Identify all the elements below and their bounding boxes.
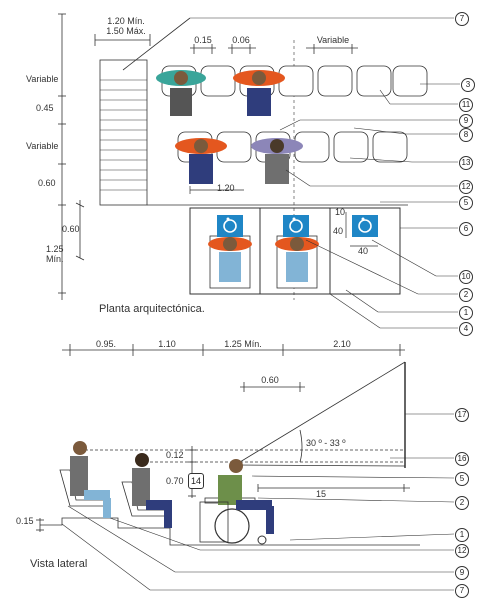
section-leaders — [61, 413, 455, 591]
callout-plan-11: 11 — [459, 98, 473, 112]
dim-060-a-label: 0.60 — [38, 178, 56, 188]
dim-070-label: 0.70 — [166, 476, 184, 486]
section-person-1 — [70, 441, 111, 518]
seat-gap-a-label: 0.15 — [194, 35, 212, 45]
wheelchair-icon — [352, 215, 378, 237]
dim-10-label: 10 — [335, 207, 346, 217]
callout-section-9: 9 — [455, 566, 469, 580]
viewing-angle-label: 30 º - 33 º — [306, 438, 346, 448]
callout-section-17: 17 — [455, 408, 469, 422]
callout-section-12: 12 — [455, 544, 469, 558]
wheelchair-bays — [189, 207, 401, 295]
section-title: Vista lateral — [30, 558, 88, 570]
dim-015-label: 0.15 — [16, 516, 34, 526]
callout-plan-5: 5 — [459, 196, 473, 210]
callout-plan-6: 6 — [459, 222, 473, 236]
callout-section-1: 1 — [455, 528, 469, 542]
person-top-2 — [233, 70, 285, 116]
seat-gap-b-label: 0.06 — [232, 35, 250, 45]
dim-120-label: 1.20 — [217, 183, 235, 193]
seat — [200, 65, 236, 97]
dim-40-h-label: 40 — [358, 246, 369, 256]
person-top-1 — [156, 70, 206, 116]
callout-plan-12: 12 — [459, 180, 473, 194]
callout-plan-8: 8 — [459, 128, 473, 142]
callout-section-2: 2 — [455, 496, 469, 510]
callout-section-14: 14 — [188, 473, 204, 489]
variable-top-label: Variable — [316, 35, 350, 45]
seat — [392, 65, 428, 97]
callout-plan-7: 7 — [455, 12, 469, 26]
person-top-4 — [251, 138, 303, 184]
dim-045-label: 0.45 — [36, 103, 54, 113]
dim-012-label: 0.12 — [166, 450, 184, 460]
plan-title: Planta arquitectónica. — [99, 303, 205, 315]
seat — [333, 131, 369, 163]
wheelchair-icon — [217, 215, 243, 237]
person-top-3 — [175, 138, 227, 184]
callout-section-5: 5 — [455, 472, 469, 486]
wheelchair-user-top-2 — [275, 235, 319, 289]
variable-left-1-label: Variable — [26, 74, 59, 84]
dim-060-section-label: 0.60 — [261, 375, 279, 385]
variable-left-2-label: Variable — [26, 141, 59, 151]
callout-section-16: 16 — [455, 452, 469, 466]
plan-leaders — [190, 17, 460, 329]
aisle-max-label: 1.50 Máx. — [106, 26, 146, 36]
seat — [372, 131, 408, 163]
dim-110-label: 1.10 — [158, 339, 176, 349]
aisle-stairs — [99, 59, 148, 206]
dim-060-b-label: 0.60 — [62, 224, 80, 234]
aisle-width-label: 1.20 Mín. 1.50 Máx. — [106, 16, 146, 36]
section-person-2 — [132, 453, 172, 528]
seat — [356, 65, 392, 97]
callout-plan-2: 2 — [459, 288, 473, 302]
wheelchair-user-top-1 — [208, 235, 252, 289]
callout-plan-1: 1 — [459, 306, 473, 320]
dim-15-label: 15 — [316, 489, 327, 499]
seat — [317, 65, 353, 97]
section-wheelchair-user — [199, 459, 274, 545]
callout-plan-10: 10 — [459, 270, 473, 284]
dim-125-min-label: 1.25 Mín. — [224, 339, 262, 349]
dim-125-value: 1.25 — [46, 244, 64, 254]
wheelchair-icon — [283, 215, 309, 237]
dim-40-v-label: 40 — [333, 226, 344, 236]
dim-125-label: 1.25 Mín. — [46, 244, 64, 264]
callout-section-7: 7 — [455, 584, 469, 598]
aisle-min-label: 1.20 Mín. — [107, 16, 145, 26]
dim-210-label: 2.10 — [333, 339, 351, 349]
dim-095-label: 0.95. — [95, 339, 117, 349]
callout-plan-9: 9 — [459, 114, 473, 128]
seat — [278, 65, 314, 97]
wheelchair-zone — [189, 207, 401, 295]
callout-plan-3: 3 — [461, 78, 475, 92]
callout-plan-4: 4 — [459, 322, 473, 336]
callout-plan-13: 13 — [459, 156, 473, 170]
dim-125-suffix: Mín. — [46, 254, 64, 264]
